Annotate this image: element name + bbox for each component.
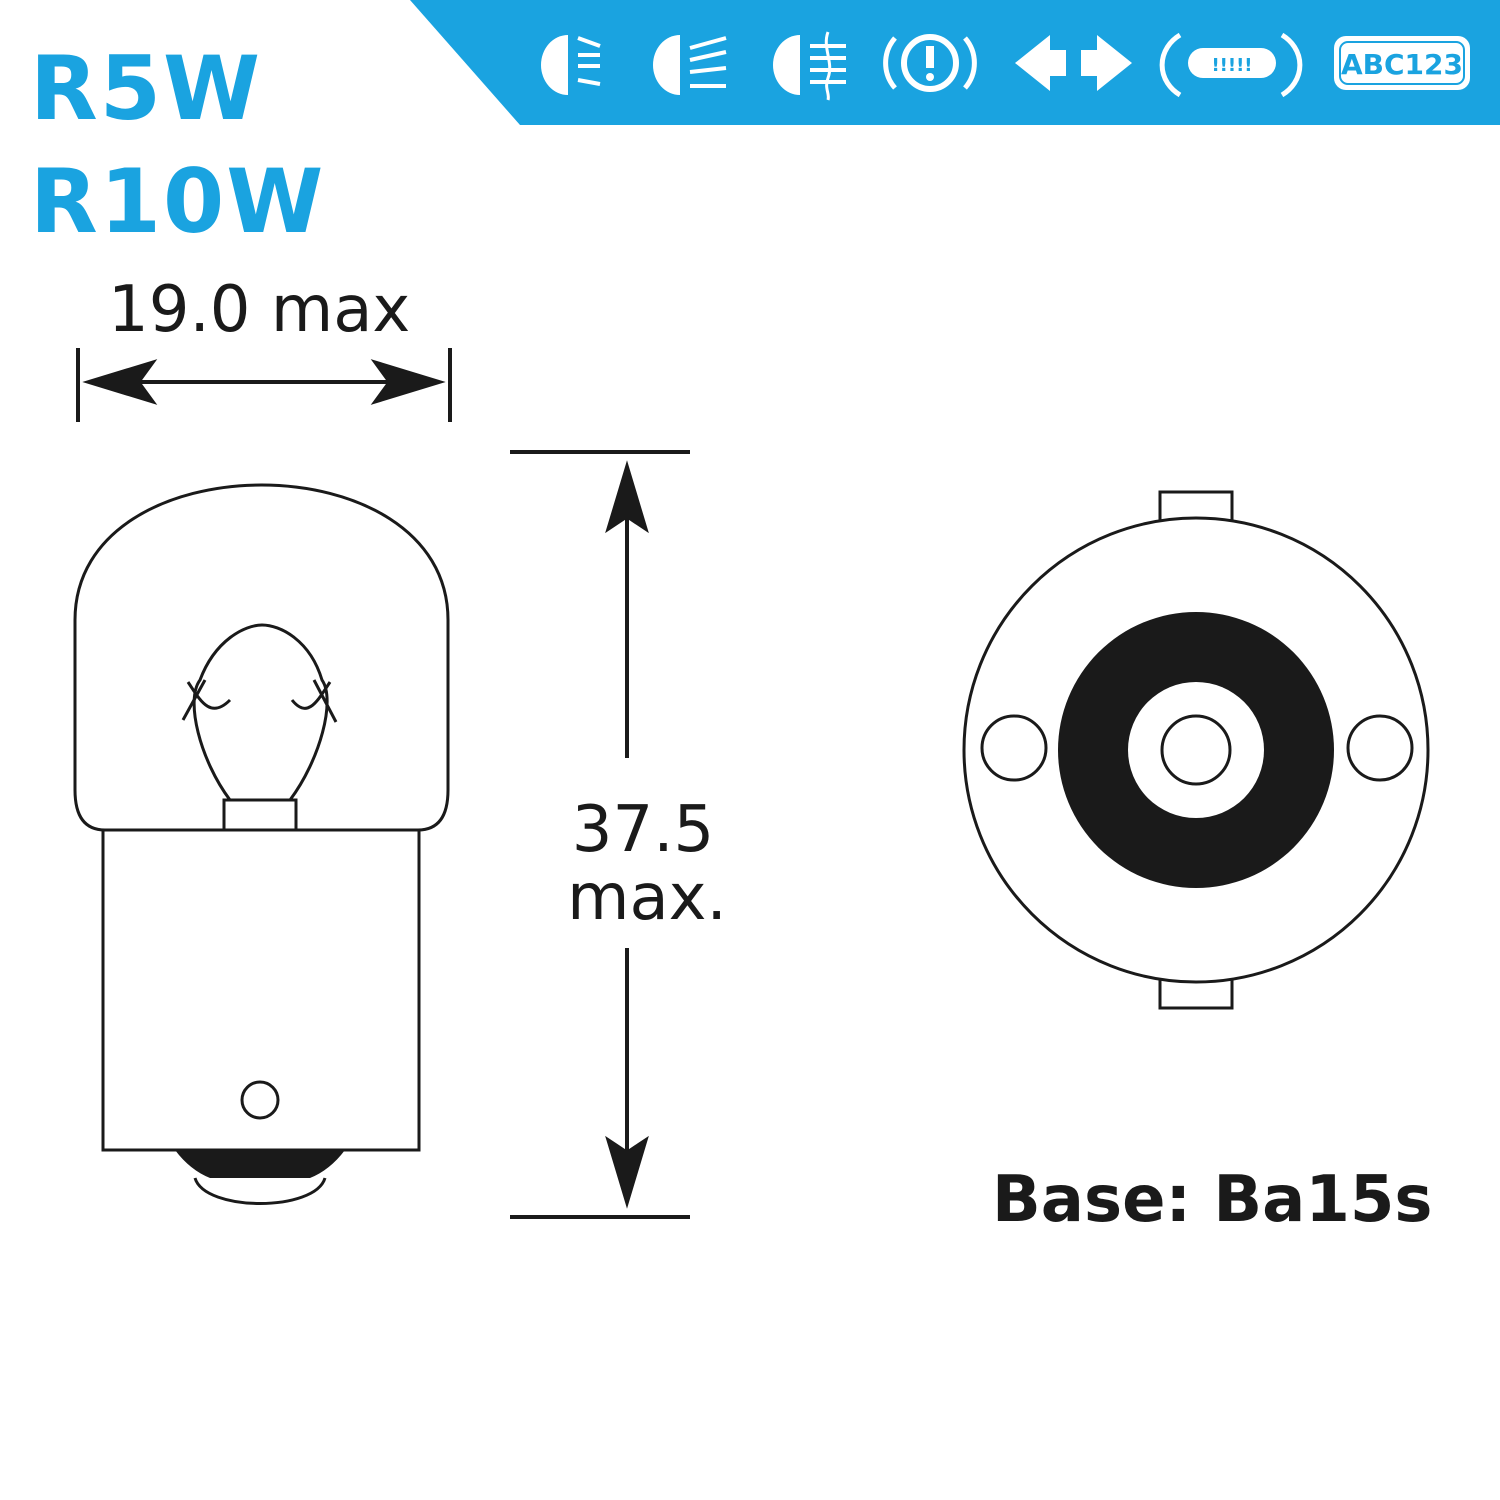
license-plate-icon: ABC123 [1334, 36, 1470, 90]
turn-signal-icon [1015, 35, 1132, 91]
base-type-label: Base: Ba15s [992, 1163, 1433, 1237]
header-icons: !!!!! ABC123 [541, 31, 1470, 101]
filament [181, 623, 338, 832]
bulb-glass [73, 483, 450, 832]
width-dimension [76, 348, 452, 422]
height-value-label: 37.5 [571, 793, 715, 867]
fog-light-icon [773, 31, 846, 101]
bulb-base [101, 828, 421, 1152]
base-contact [175, 1150, 345, 1205]
interior-light-icon: !!!!! [1159, 32, 1303, 98]
position-light-icon [541, 35, 601, 95]
product-title-r10w: R10W [30, 150, 326, 253]
product-title-r5w: R5W [30, 37, 263, 140]
base-pin [240, 1080, 280, 1120]
width-label: 19.0 max [108, 273, 411, 347]
warning-light-icon [883, 34, 977, 92]
license-plate-text: ABC123 [1341, 48, 1463, 81]
height-suffix-label: max. [567, 861, 727, 935]
low-beam-icon [653, 35, 727, 95]
base-end-view [962, 490, 1430, 1010]
interior-light-text: !!!!! [1211, 55, 1252, 76]
height-dimension [510, 450, 690, 1219]
